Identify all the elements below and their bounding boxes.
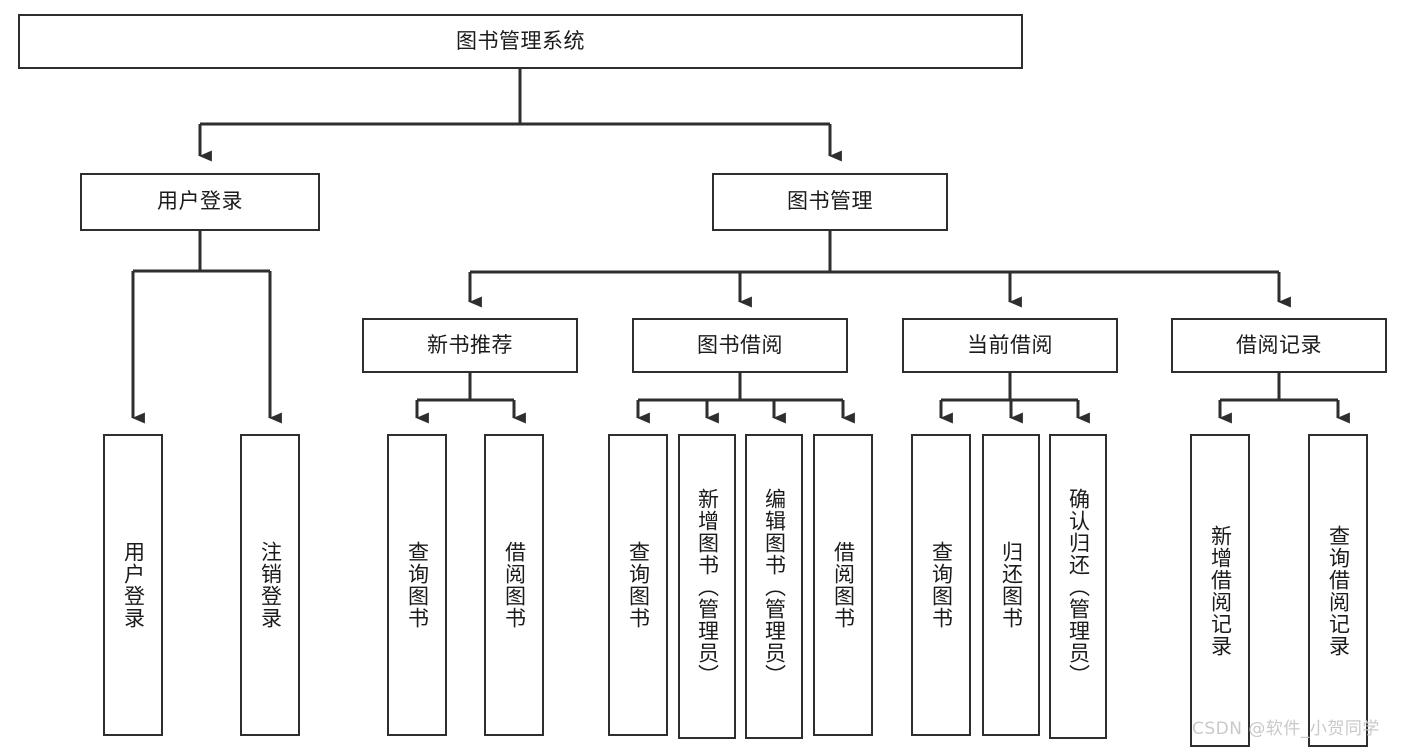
node-leaf-add-book-admin[interactable]: 新增图书（管理员）: [678, 434, 736, 739]
node-current-borrow[interactable]: 当前借阅: [902, 318, 1118, 373]
node-borrow-record[interactable]: 借阅记录: [1171, 318, 1387, 373]
node-leaf-add-borrow-record-label: 新增借阅记录: [1208, 524, 1233, 657]
node-leaf-borrow-book-1-label: 借阅图书: [502, 541, 527, 629]
node-leaf-add-borrow-record[interactable]: 新增借阅记录: [1190, 434, 1250, 747]
node-leaf-query-book-2[interactable]: 查询图书: [608, 434, 668, 736]
node-new-book-recommend-label: 新书推荐: [427, 332, 513, 357]
node-leaf-confirm-return-admin[interactable]: 确认归还（管理员）: [1049, 434, 1107, 739]
node-leaf-borrow-book-2[interactable]: 借阅图书: [813, 434, 873, 736]
node-leaf-add-book-admin-label: 新增图书（管理员）: [695, 487, 720, 686]
node-leaf-borrow-book-1[interactable]: 借阅图书: [484, 434, 544, 736]
node-leaf-query-book-2-label: 查询图书: [626, 541, 651, 629]
node-leaf-logout-login-label: 注销登录: [258, 541, 283, 629]
node-leaf-query-borrow-record-label: 查询借阅记录: [1326, 524, 1351, 657]
node-new-book-recommend[interactable]: 新书推荐: [362, 318, 578, 373]
node-leaf-edit-book-admin[interactable]: 编辑图书（管理员）: [745, 434, 803, 739]
node-leaf-query-book-1-label: 查询图书: [405, 541, 430, 629]
node-leaf-query-book-1[interactable]: 查询图书: [387, 434, 447, 736]
node-leaf-confirm-return-admin-label: 确认归还（管理员）: [1066, 487, 1091, 686]
node-root[interactable]: 图书管理系统: [18, 14, 1023, 69]
node-book-manage[interactable]: 图书管理: [712, 173, 948, 231]
node-root-label: 图书管理系统: [456, 28, 585, 53]
node-leaf-logout-login[interactable]: 注销登录: [240, 434, 300, 736]
node-leaf-borrow-book-2-label: 借阅图书: [831, 541, 856, 629]
node-book-manage-label: 图书管理: [787, 189, 873, 214]
node-book-borrow-label: 图书借阅: [697, 332, 783, 357]
node-user-login[interactable]: 用户登录: [80, 173, 320, 231]
node-leaf-query-book-3-label: 查询图书: [929, 541, 954, 629]
node-user-login-label: 用户登录: [157, 189, 243, 214]
node-leaf-user-login-label: 用户登录: [121, 541, 146, 629]
node-leaf-user-login[interactable]: 用户登录: [103, 434, 163, 736]
node-leaf-query-borrow-record[interactable]: 查询借阅记录: [1308, 434, 1368, 747]
node-leaf-return-book[interactable]: 归还图书: [982, 434, 1040, 736]
node-leaf-return-book-label: 归还图书: [999, 541, 1024, 629]
csdn-watermark: CSDN @软件_小贺同学: [1192, 719, 1380, 739]
node-current-borrow-label: 当前借阅: [967, 332, 1053, 357]
node-leaf-query-book-3[interactable]: 查询图书: [911, 434, 971, 736]
node-leaf-edit-book-admin-label: 编辑图书（管理员）: [762, 487, 787, 686]
node-book-borrow[interactable]: 图书借阅: [632, 318, 848, 373]
node-borrow-record-label: 借阅记录: [1236, 332, 1322, 357]
